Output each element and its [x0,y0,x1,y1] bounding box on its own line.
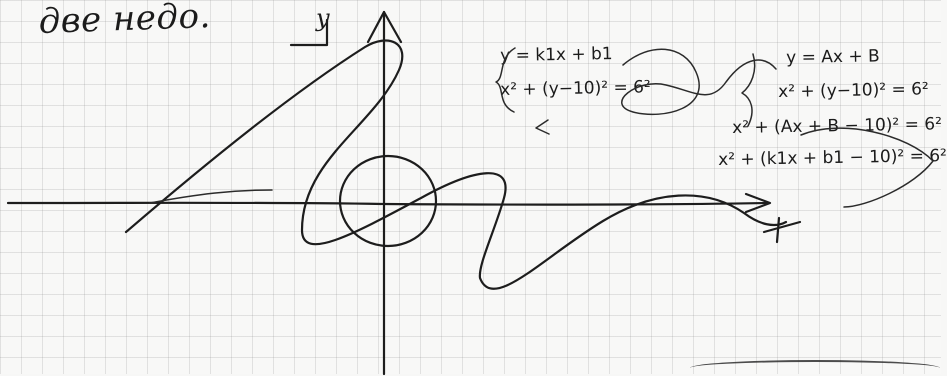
right-cross-mark-icon [762,216,802,244]
left-system-brace [495,47,516,113]
connecting-arrow-icon [535,119,550,135]
equation-link-curve [621,48,777,116]
y-axis-arrow-icon [366,10,403,44]
x-axis-line [6,201,768,206]
right-system-brace [741,53,756,127]
left-faint-line [149,189,273,204]
top-note-underline-hook [289,18,329,47]
x-axis-arrow-icon [744,192,772,214]
bottom-handwritten-scribble [690,360,940,376]
right-equation-loop [800,127,934,208]
circle-curve [338,154,438,248]
large-wavy-curve [124,39,788,290]
